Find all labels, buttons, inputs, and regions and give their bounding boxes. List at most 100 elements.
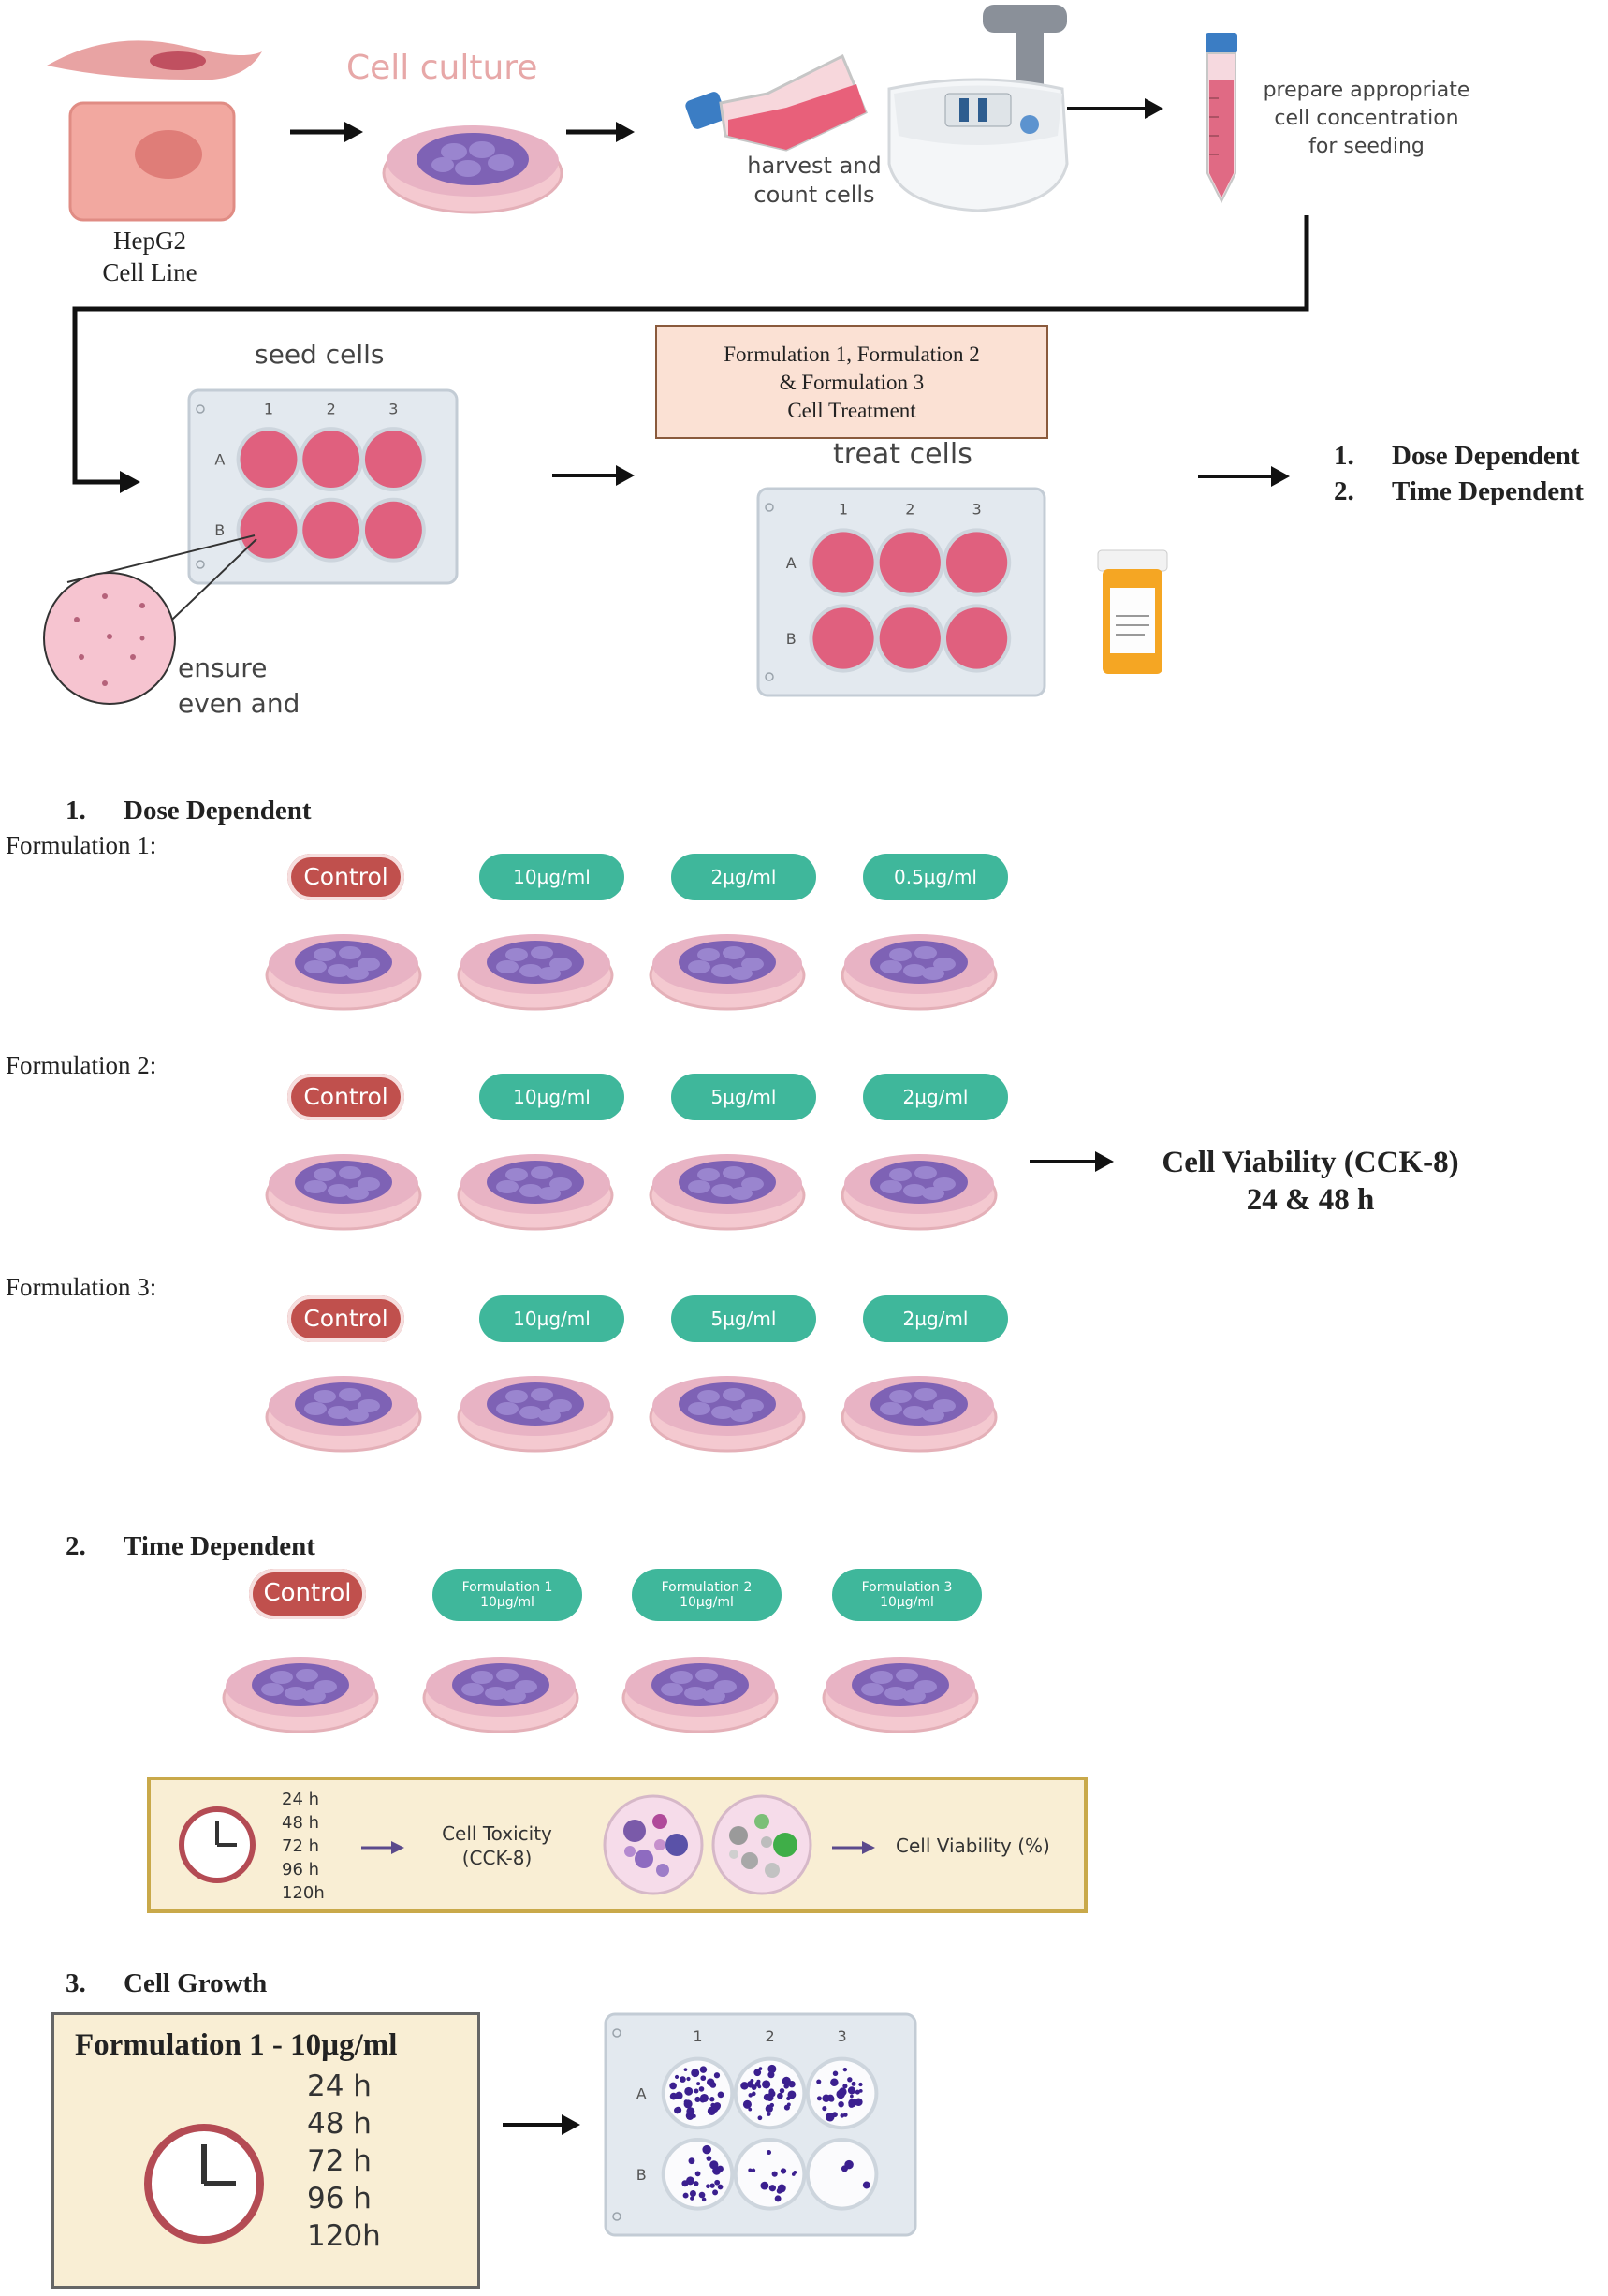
colony-dot [748, 2093, 753, 2098]
plate-column-label: 2 [765, 2027, 774, 2045]
growth-hour-item: 72 h [307, 2144, 372, 2178]
colony-dot [765, 2104, 773, 2113]
colony-dot [816, 2096, 822, 2101]
culture-dish-icon [841, 1154, 998, 1231]
colony-dot [713, 2072, 721, 2079]
culture-dish-icon [222, 1657, 379, 1733]
colony-dot [816, 2079, 822, 2084]
colony-dot [717, 2184, 724, 2190]
culture-dish-icon [841, 1376, 998, 1453]
hepg2-label-line1: HepG2 [113, 227, 186, 255]
colony-dot [847, 2077, 853, 2083]
centrifuge-tube-icon [1206, 33, 1237, 204]
toxicity-label: Cell Toxicity (CCK-8) [422, 1821, 572, 1870]
colony-dot [767, 2064, 777, 2074]
ensure-label-line2: even and [178, 688, 300, 719]
colony-dot [848, 2099, 857, 2108]
colony-dot [683, 2068, 688, 2071]
prepare-label: prepare appropriate cell concentration f… [1245, 77, 1488, 161]
pill-label: 5µg/ml [710, 1085, 777, 1108]
dose-heading-number: 1. [66, 796, 86, 826]
pill-label: 10µg/ml [513, 1307, 591, 1330]
outcome-list: 1.Dose Dependent 2.Time Dependent [1334, 438, 1584, 509]
colony-dot [706, 2156, 712, 2161]
colony-dot [855, 2089, 860, 2095]
plate-well [809, 2142, 875, 2207]
dose-pill: Control [249, 1569, 366, 1619]
hepg2-label: HepG2 Cell Line [56, 225, 243, 288]
dose-pill: 10µg/ml [479, 1074, 624, 1120]
plate-column-label: 3 [972, 500, 982, 518]
cell-counter-icon [887, 5, 1069, 212]
pill-label: Formulation 2 [661, 1579, 753, 1595]
colony-dot [696, 2082, 701, 2086]
colony-dot [751, 2091, 756, 2097]
time-hours-list: 24 h 48 h 72 h 96 h 120h [282, 1788, 325, 1905]
colony-dot [701, 2197, 707, 2202]
colony-dot [830, 2078, 839, 2087]
colony-dot [686, 2107, 695, 2116]
growth-hour-item: 120h [307, 2219, 381, 2253]
colony-dot [767, 2150, 772, 2156]
colony-dot [858, 2082, 863, 2087]
colony-dot [684, 2086, 694, 2096]
dose-pill: 5µg/ml [671, 1295, 816, 1342]
viability-label: Cell Viability (%) [896, 1835, 1050, 1857]
colony-dot [692, 2113, 696, 2118]
colony-dot [793, 2171, 797, 2174]
colony-dot [702, 2144, 711, 2155]
arrow-right-icon [1030, 1151, 1114, 1172]
colony-dot [757, 2084, 762, 2089]
colony-dot [681, 2180, 689, 2187]
culture-dish-icon [621, 1657, 779, 1733]
colony-dot [822, 2094, 830, 2102]
culture-dish-icon [382, 125, 563, 214]
plate-column-label: 3 [388, 400, 398, 417]
time-hour-item: 24 h [282, 1790, 320, 1809]
growth-box-title: Formulation 1 - 10µg/ml [75, 2028, 398, 2062]
pill-label: 2µg/ml [902, 1307, 969, 1330]
plate-row-label: B [636, 2166, 647, 2184]
colony-dot [717, 2165, 724, 2172]
plate-column-label: 1 [693, 2027, 702, 2045]
colony-dot [699, 2066, 708, 2073]
plate-well [812, 607, 874, 669]
culture-dish-icon [841, 934, 998, 1011]
pill-label: Formulation 1 [461, 1579, 553, 1595]
colony-dot [674, 2107, 681, 2114]
colony-dot [780, 2168, 787, 2174]
colony-dot [683, 2099, 693, 2109]
formulation-row-label: Formulation 2: [6, 1051, 157, 1079]
colony-dot [777, 2092, 783, 2099]
plate-row-label: A [786, 554, 797, 572]
harvest-label: harvest and count cells [730, 152, 899, 210]
pill-label: 10µg/ml [880, 1595, 934, 1610]
plate-column-label: 2 [905, 500, 914, 518]
prepare-label-line2: cell concentration [1274, 107, 1459, 130]
colony-dot [712, 2189, 719, 2196]
colony-dot [762, 2080, 771, 2089]
pill-label: 2µg/ml [710, 865, 777, 888]
colony-dot [717, 2091, 724, 2099]
pill-label: 10µg/ml [680, 1595, 734, 1610]
formulation-row-label: Formulation 3: [6, 1273, 157, 1301]
colony-dot [688, 2157, 695, 2165]
plate-well [302, 431, 360, 489]
colony-dot [756, 2079, 761, 2084]
colony-dot [779, 2087, 785, 2094]
toxicity-label-line2: (CCK-8) [461, 1847, 533, 1869]
colony-dot [832, 2070, 839, 2077]
outcome-2-text: Time Dependent [1392, 476, 1584, 506]
culture-flask-icon [685, 53, 868, 152]
clock-icon [144, 2124, 264, 2244]
treatment-box-line3: Cell Treatment [787, 399, 916, 422]
colony-dot [760, 2181, 769, 2190]
colony-dot [690, 2196, 694, 2201]
colony-dot [740, 2082, 749, 2090]
arrow-right-icon [290, 122, 363, 142]
